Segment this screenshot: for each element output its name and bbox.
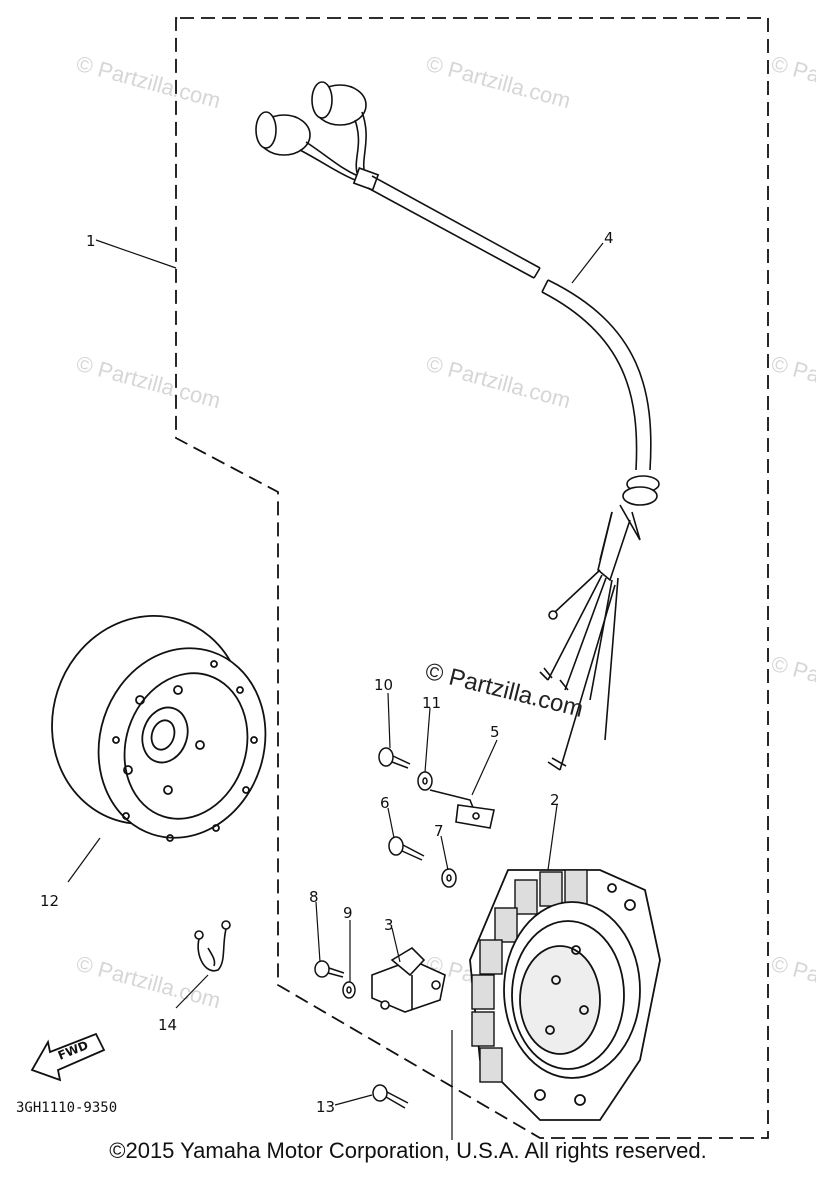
watermark: © Partzilla.com: [769, 51, 816, 114]
watermark: © Partzilla.com: [424, 51, 574, 114]
watermark: © Partzilla.com: [74, 351, 224, 414]
watermark: © Partzilla.com: [74, 51, 224, 114]
diagram-part-code: 3GH1110-9350: [16, 1100, 117, 1116]
watermark: © Partzilla.com: [769, 351, 816, 414]
pulser-coil: [371, 946, 446, 1013]
watermark: © Partzilla.com: [769, 651, 816, 714]
callout-7: 7: [434, 822, 444, 840]
callout-2: 2: [550, 791, 560, 809]
watermark: © Partzilla.com: [769, 951, 816, 1014]
callout-4: 4: [604, 229, 614, 247]
callout-13: 13: [316, 1098, 335, 1116]
watermark-prominent: © Partzilla.com: [423, 658, 586, 723]
fasteners: [314, 747, 457, 1109]
watermark: © Partzilla.com: [424, 351, 574, 414]
bracket: [429, 789, 495, 829]
callout-3: 3: [384, 916, 394, 934]
callout-9: 9: [343, 904, 353, 922]
callout-1: 1: [86, 232, 96, 250]
callout-labels: 1 2 3 4 5 6 7 8 9 10 11 12 13 14: [40, 229, 614, 1116]
watermarks: © Partzilla.com © Partzilla.com © Partzi…: [74, 51, 816, 1014]
assembly-boundary: [175, 17, 769, 1139]
callout-14: 14: [158, 1016, 177, 1034]
wire-harness: [255, 81, 660, 771]
callout-5: 5: [490, 723, 500, 741]
callout-6: 6: [380, 794, 390, 812]
clamp: [194, 920, 231, 972]
callout-10: 10: [374, 676, 393, 694]
leader-lines: [67, 239, 604, 1140]
callout-12: 12: [40, 892, 59, 910]
callout-11: 11: [422, 694, 441, 712]
callout-8: 8: [309, 888, 319, 906]
flywheel-rotor: [51, 615, 267, 842]
stator-assembly: [469, 869, 661, 1121]
fwd-arrow-icon: FWD: [30, 1032, 106, 1082]
copyright-notice: ©2015 Yamaha Motor Corporation, U.S.A. A…: [109, 1138, 707, 1163]
